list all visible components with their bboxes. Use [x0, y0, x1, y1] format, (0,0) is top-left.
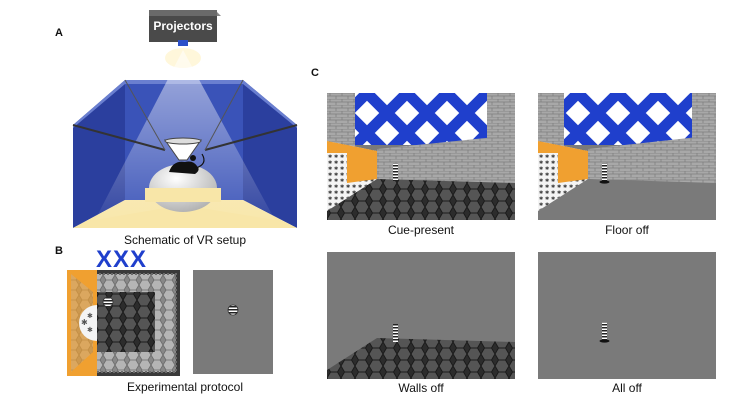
arena-map-empty: [193, 270, 273, 374]
scene-all-off: [538, 252, 716, 379]
vr-setup-schematic: Projectors: [65, 0, 305, 232]
svg-text:✱: ✱: [81, 318, 88, 327]
svg-text:✱: ✱: [87, 312, 93, 320]
scene-cue-present: [327, 93, 515, 220]
mouse-on-ball: [145, 137, 221, 212]
panel-c-letter: C: [311, 67, 319, 79]
panel-b-caption: Experimental protocol: [126, 380, 244, 394]
arena-map-cues: ✱ ✱ ✱: [67, 270, 180, 376]
scene-walls-off: [327, 252, 515, 379]
scene-caption-cue-present: Cue-present: [387, 223, 455, 237]
scene-caption-walls-off: Walls off: [398, 381, 444, 395]
panel-a-letter: A: [55, 27, 63, 39]
scene-floor-off: [538, 93, 716, 220]
panel-b-letter: B: [55, 245, 63, 257]
panel-a-caption: Schematic of VR setup: [123, 233, 247, 247]
projector-label: Projectors: [153, 19, 213, 33]
svg-text:✱: ✱: [87, 326, 93, 334]
projector-box: [149, 10, 221, 46]
scene-caption-floor-off: Floor off: [605, 223, 649, 237]
cross-marks: XXX: [96, 246, 148, 273]
scene-caption-all-off: All off: [612, 381, 642, 395]
